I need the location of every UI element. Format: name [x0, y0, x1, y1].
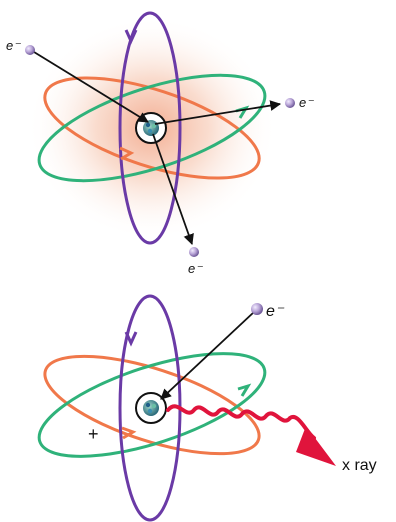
electron-label: e⁻: [266, 303, 285, 320]
electron-label-3: e⁻: [188, 261, 203, 276]
xray-arrowhead: [296, 426, 336, 466]
top-panel: e⁻ e⁻ e⁻: [6, 13, 314, 276]
orbit-purple-arrow-icon: [126, 332, 136, 343]
vacancy-label: +: [88, 424, 99, 444]
electron-label-1: e⁻: [6, 38, 21, 53]
orbit-green-arrow-icon: [238, 386, 248, 396]
electron-label-2: e⁻: [299, 95, 314, 110]
electron-icon: [25, 45, 35, 55]
electron-icon: [285, 98, 295, 108]
electron-icon: [189, 247, 199, 257]
nucleus-icon: [143, 120, 159, 136]
bottom-panel: e⁻ + x ray: [28, 296, 377, 520]
nucleus-icon: [143, 400, 159, 416]
electron-icon: [251, 303, 263, 315]
xray-label: x ray: [342, 457, 377, 474]
